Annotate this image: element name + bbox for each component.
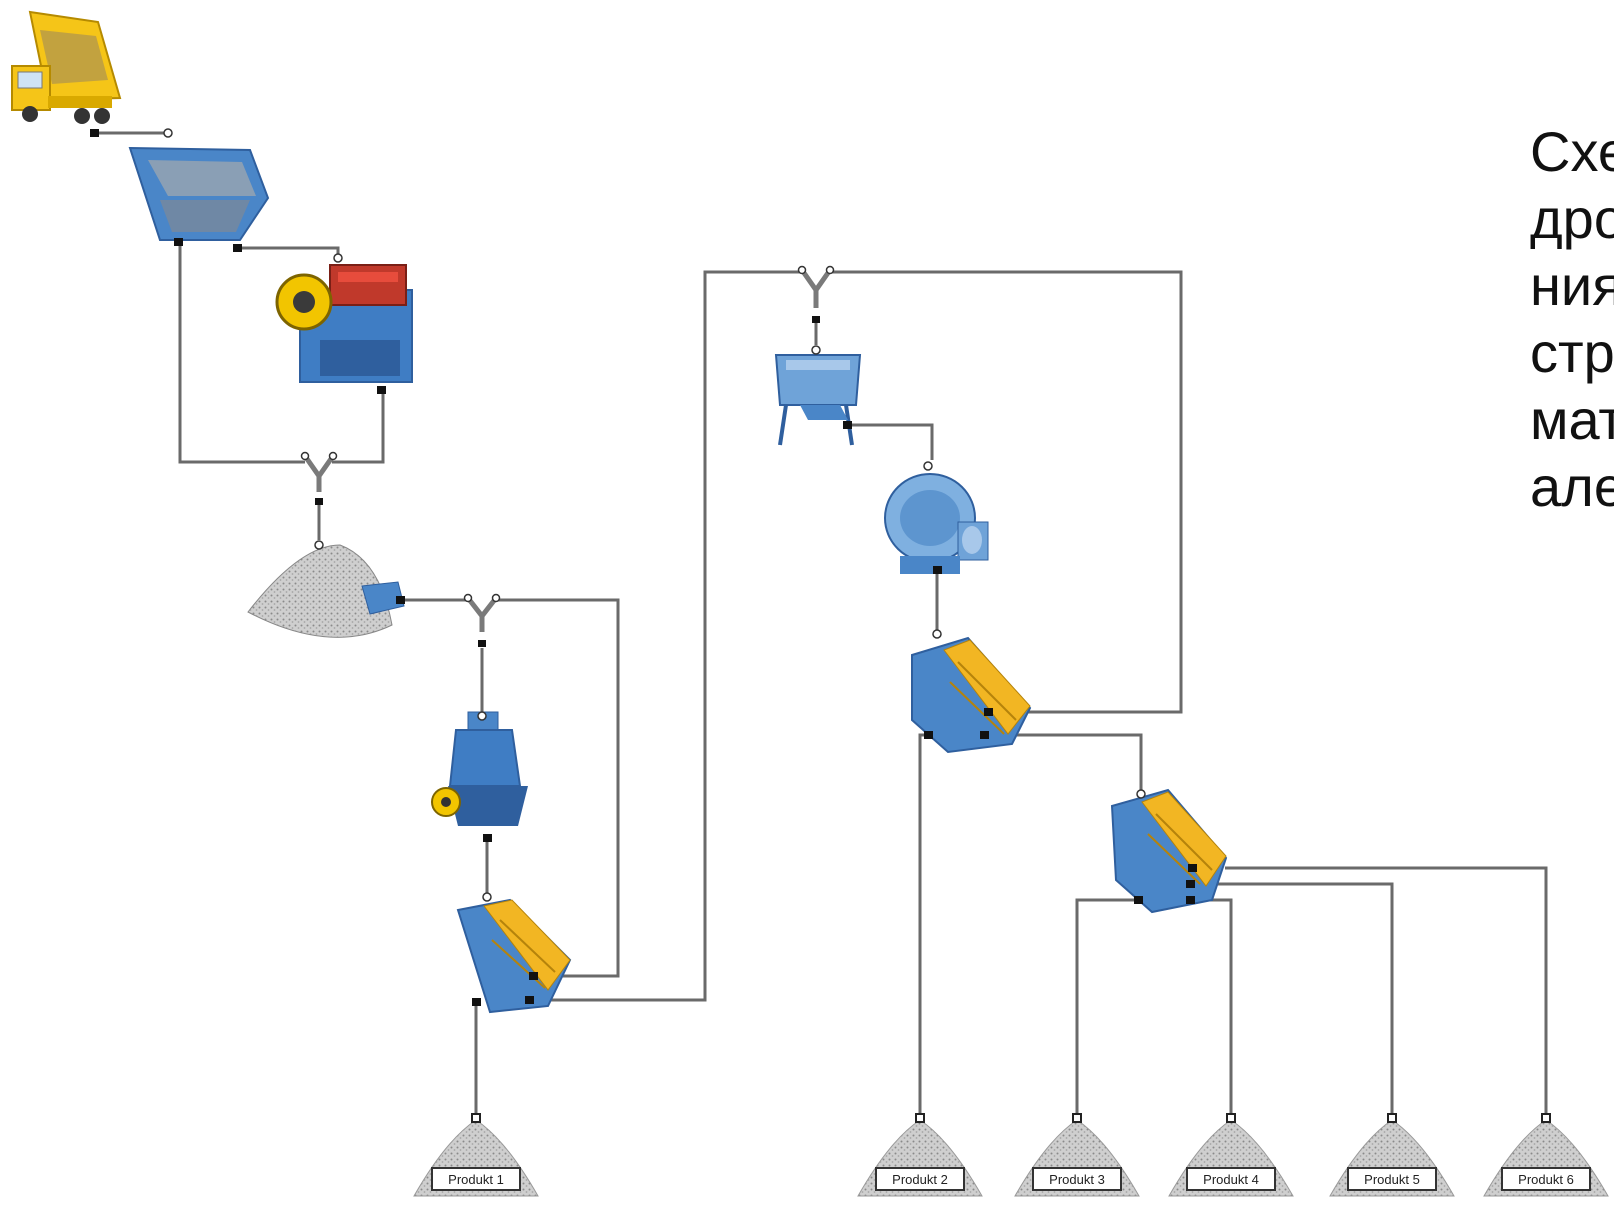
line-recycle2-return [832,270,1183,714]
splitter-icon [463,593,501,647]
line-screen2-screen3 [985,733,1143,790]
screen-icon [1110,788,1228,914]
line-feeder-crusher [237,246,340,262]
product-label-box [1347,1167,1437,1191]
caption-line: стр [1530,321,1614,384]
input-connector [1072,1113,1082,1123]
input-connector [915,1113,925,1123]
stockpile-icon [247,540,405,638]
screen-icon [456,892,572,1014]
feeder-icon [128,128,270,252]
hopper-icon [774,345,862,446]
product-label: Produkt 5 [1364,1172,1420,1187]
impact-crusher-icon [884,461,989,574]
input-connector [1541,1113,1551,1123]
input-connector [1226,1113,1236,1123]
cone-crusher-icon [431,711,528,842]
product-piles: Produkt 1 Produkt 2 Produkt 3 Produkt 4 Prod… [413,1113,1609,1197]
caption-text: Схе дро ния стр мат але [1530,118,1614,520]
line-screen2-product2 [918,733,932,1118]
line-feeder-bypass [178,242,305,464]
caption-line: Схе [1530,120,1614,183]
line-screen1-stage2 [533,270,800,1002]
jaw-crusher-icon [275,253,413,394]
screen-icon [911,629,1032,754]
caption-line: дро [1530,187,1614,250]
line-crusher-junction [332,390,385,464]
flow-lines [95,131,1548,1118]
line-hopper-impact [848,423,934,460]
input-connector [471,1113,481,1123]
line-screen3-product3 [1075,898,1139,1118]
caption-line: мат [1530,388,1614,451]
line-screen3-product6 [1225,866,1548,1118]
caption-line: ния [1530,254,1614,317]
input-connector [1387,1113,1397,1123]
product-pile-icon: Produkt 6 [1483,1113,1609,1197]
product-label: Produkt 4 [1203,1172,1259,1187]
product-pile-icon: Produkt 5 [1329,1113,1455,1197]
product-label-box [1032,1167,1122,1191]
splitter-icon [797,265,835,323]
dump-truck-icon [11,10,122,137]
product-label-box [431,1167,521,1191]
product-label: Produkt 2 [892,1172,948,1187]
product-pile-icon: Produkt 3 [1014,1113,1140,1197]
splitter-icon [300,451,338,505]
line-recycle1-return [498,598,620,978]
product-label: Produkt 3 [1049,1172,1105,1187]
product-label: Produkt 1 [448,1172,504,1187]
product-pile-icon: Produkt 1 [413,1113,539,1197]
product-label: Produkt 6 [1518,1172,1574,1187]
line-screen3-product5 [1195,882,1394,1118]
product-pile-icon: Produkt 2 [857,1113,983,1197]
line-screen3-product4 [1190,898,1233,1118]
product-label-box [1501,1167,1591,1191]
product-pile-icon: Produkt 4 [1168,1113,1294,1197]
caption-line: але [1530,455,1614,518]
product-label-box [875,1167,965,1191]
product-label-box [1186,1167,1276,1191]
